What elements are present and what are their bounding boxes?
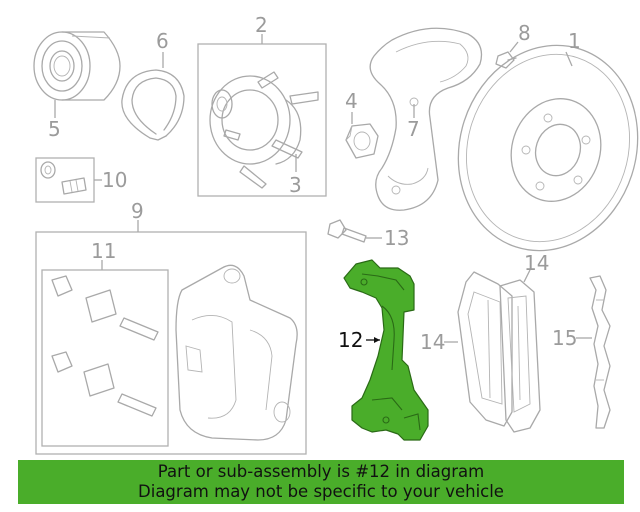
dust-shield-part-7[interactable] — [369, 27, 483, 211]
caliper-bracket-part-12[interactable] — [343, 259, 429, 441]
callout-10: 10 — [102, 168, 127, 192]
wheel-bearing-part-5[interactable] — [33, 31, 121, 101]
shield-bolt-part-8[interactable] — [495, 51, 517, 69]
brake-rotor-part-1[interactable] — [432, 22, 640, 274]
callout-11: 11 — [91, 239, 116, 263]
banner-line-2: Diagram may not be specific to your vehi… — [138, 482, 504, 501]
anti-rattle-clip-part-15[interactable] — [589, 275, 611, 429]
brake-pad-inner-part-14[interactable] — [499, 279, 541, 433]
brake-caliper-part-9[interactable] — [175, 264, 298, 441]
wheel-stud-part-3[interactable] — [223, 71, 319, 189]
hub-nut-part-4[interactable] — [345, 123, 379, 159]
callout-3: 3 — [289, 173, 302, 197]
callout-14-top: 14 — [524, 251, 549, 275]
callout-2: 2 — [255, 13, 268, 37]
parts-diagram: 5 6 2 3 10 4 — [33, 13, 640, 455]
callout-9: 9 — [131, 199, 144, 223]
snap-ring-part-6[interactable] — [121, 69, 185, 141]
banner-line-1: Part or sub-assembly is #12 in diagram — [157, 462, 485, 481]
callout-8: 8 — [518, 21, 531, 45]
guide-pin-boot-part-10[interactable] — [40, 161, 87, 195]
caliper-bolt-part-13[interactable] — [327, 219, 367, 243]
callout-12: 12 — [338, 328, 363, 352]
callout-15: 15 — [552, 326, 577, 350]
guide-pin-kit-box — [41, 269, 169, 447]
callout-1: 1 — [568, 29, 581, 53]
part-10-box — [35, 157, 95, 203]
brake-pad-outer-part-14[interactable] — [457, 271, 513, 427]
info-banner: Part or sub-assembly is #12 in diagram D… — [18, 460, 624, 504]
wheel-hub-part-2[interactable] — [209, 75, 302, 165]
caliper-assembly-box — [35, 231, 307, 455]
callout-13: 13 — [384, 226, 409, 250]
callout-7: 7 — [407, 117, 420, 141]
guide-pin-kit-part-11[interactable] — [51, 275, 159, 417]
hub-assembly-box — [197, 43, 327, 197]
callout-6: 6 — [156, 29, 169, 53]
callout-4: 4 — [345, 89, 358, 113]
callout-5: 5 — [48, 117, 61, 141]
callout-14-left: 14 — [420, 330, 445, 354]
